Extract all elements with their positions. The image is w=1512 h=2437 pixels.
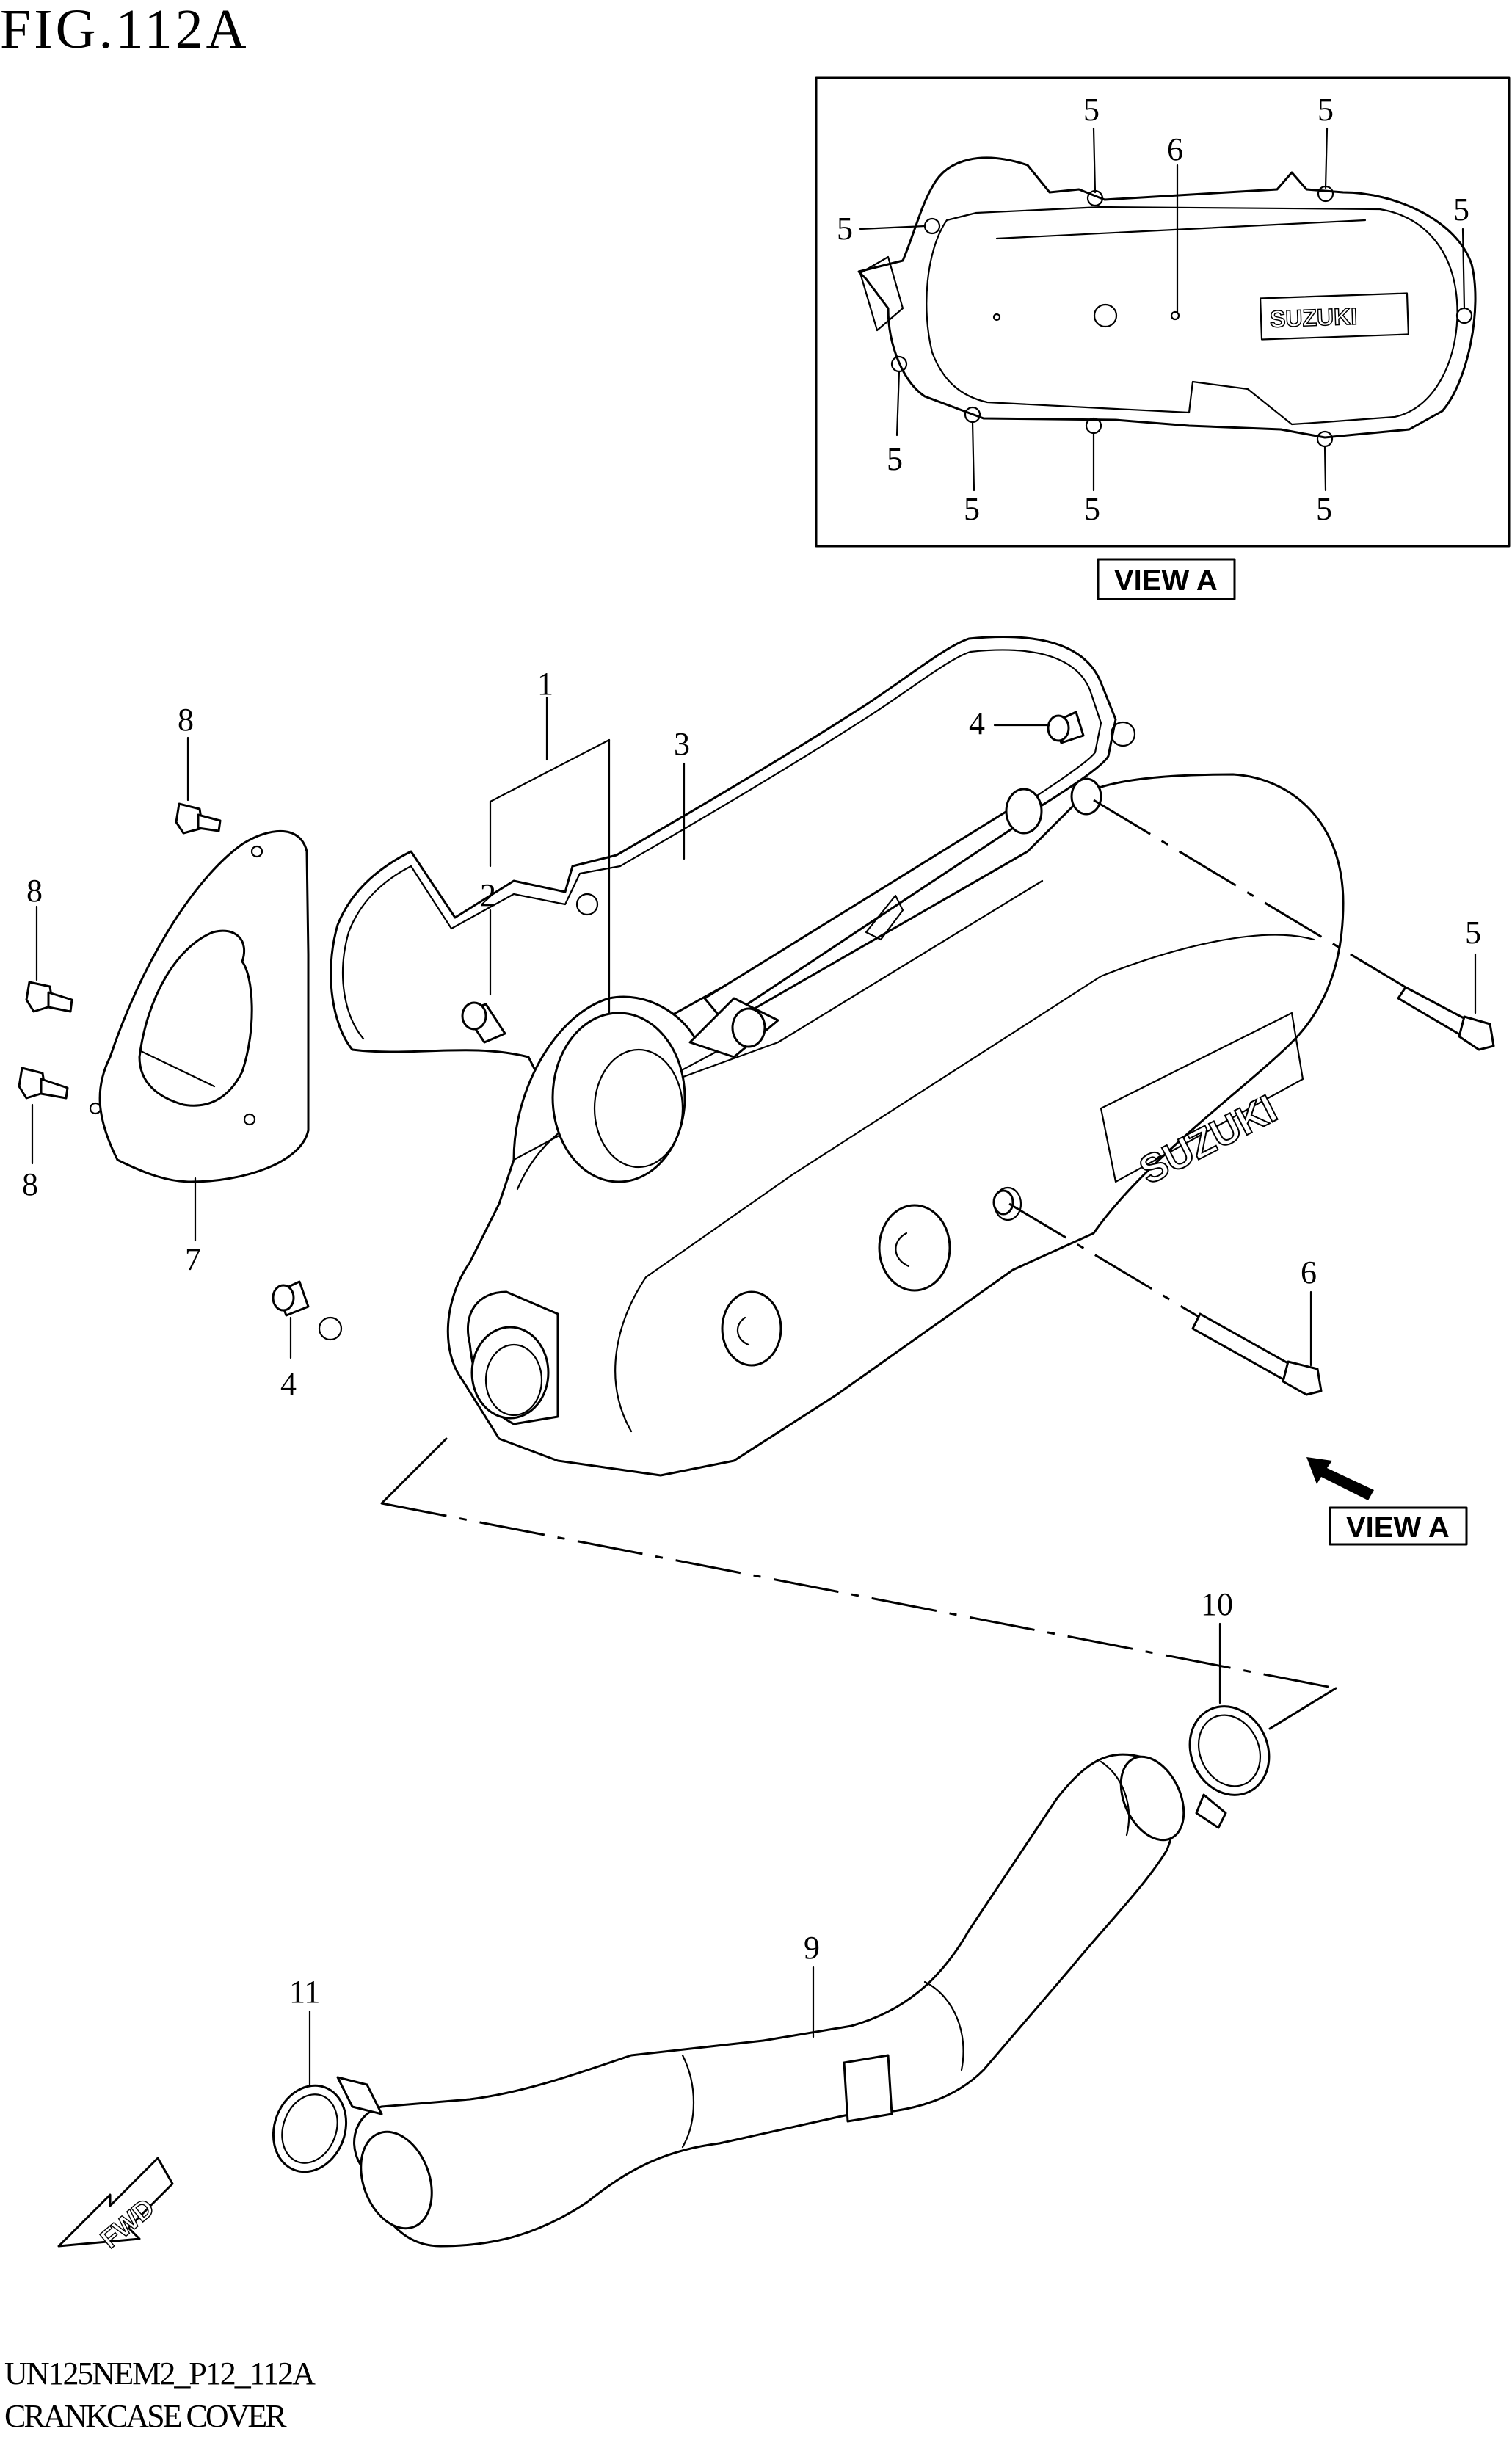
inset-leaders (859, 127, 1466, 492)
figure-title: FIG.112A (0, 0, 250, 60)
screw-8-top (175, 802, 222, 835)
inset-callout-5-lower-left: 5 (887, 441, 903, 477)
screw-8-low (18, 1067, 69, 1100)
inset-callout-5-bottom-2: 5 (1084, 491, 1100, 527)
inset-cover-outline (857, 156, 1477, 448)
dowel-pin-2 (461, 1001, 506, 1044)
main-view-label-text: VIEW A (1346, 1511, 1450, 1544)
figure-code: UN125NEM2_P12_112A (4, 2356, 316, 2391)
main-view-label: VIEW A (1329, 1506, 1468, 1546)
inset-frame (815, 76, 1511, 548)
inset-callout-6: 6 (1167, 131, 1183, 167)
callout-4-upper: 4 (969, 705, 985, 741)
bolt-5 (1093, 799, 1495, 1051)
inset-callout-5-bottom-3: 5 (1316, 491, 1332, 527)
inset-callout-5-top-right: 5 (1317, 92, 1334, 128)
callout-6: 6 (1301, 1254, 1317, 1290)
clamp-11 (272, 2076, 383, 2173)
inset-callout-5-left: 5 (837, 211, 853, 247)
fwd-arrow: FWD (57, 2157, 174, 2254)
intake-hose (353, 1753, 1185, 2248)
main-leaders (31, 696, 1477, 2086)
crankcase-cover: SUZUKI (446, 773, 1345, 1477)
callout-10: 10 (1201, 1586, 1233, 1622)
callout-9: 9 (804, 1930, 820, 1966)
dowel-pin-4-lower (272, 1280, 310, 1317)
screw-8-mid (25, 981, 73, 1013)
figure-name: CRANKCASE COVER (4, 2398, 287, 2434)
callout-2: 2 (480, 877, 496, 913)
inset-view-label-text: VIEW A (1114, 564, 1218, 597)
callout-8-low: 8 (22, 1166, 38, 1202)
inset-callout-5-bottom-1: 5 (964, 491, 980, 527)
callout-8-top: 8 (178, 702, 194, 738)
callout-8-mid: 8 (26, 873, 43, 909)
inset-callout-5-top-left: 5 (1083, 92, 1100, 128)
callout-5: 5 (1465, 915, 1481, 951)
bolt-6 (1008, 1202, 1323, 1396)
callout-1: 1 (537, 666, 553, 702)
inset-callout-5-right: 5 (1453, 192, 1469, 228)
inset-logo-text: SUZUKI (1269, 303, 1357, 333)
view-a-direction-arrow (1306, 1457, 1374, 1500)
callout-7: 7 (185, 1241, 201, 1277)
duct-centerline (380, 1437, 1337, 1730)
inset-view-label: VIEW A (1097, 558, 1236, 600)
clamp-10 (1188, 1705, 1271, 1829)
cover-plate (89, 829, 310, 1183)
view-a-inset: SUZUKI 5 5 6 5 5 5 5 5 5 5 (815, 76, 1511, 548)
callout-11: 11 (289, 1974, 320, 2010)
callout-4-lower: 4 (280, 1366, 297, 1402)
dowel-pin-4-upper (1047, 711, 1085, 744)
callout-3: 3 (674, 726, 690, 762)
